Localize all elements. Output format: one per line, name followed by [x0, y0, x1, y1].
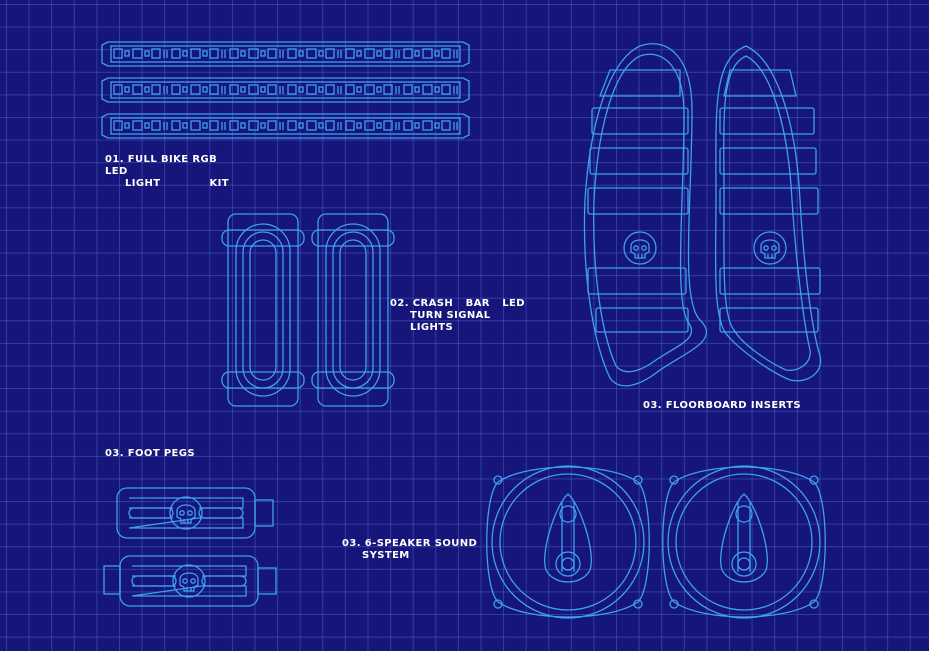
floorboard-inserts [583, 43, 822, 387]
foot-pegs [103, 488, 276, 606]
label-speakers-line2: SYSTEM [362, 550, 410, 561]
label-turn-signal-bar: BAR [465, 298, 490, 309]
label-floorboard: 03. FLOORBOARD INSERTS [643, 400, 802, 411]
label-foot-pegs-part1: 03. FOOT [105, 448, 161, 459]
label-foot-pegs: 03. FOOT PEGS [105, 448, 195, 460]
led-strip-kit [102, 42, 469, 138]
label-turn-signal-led: LED [502, 298, 525, 309]
label-speakers-line1: 03. 6-SPEAKER SOUND [342, 538, 478, 549]
label-foot-pegs-part2: PEGS [163, 448, 195, 459]
peg-end-cap [103, 565, 121, 595]
label-led-kit-kit: KIT [209, 178, 229, 189]
turn-signal-lights [221, 213, 395, 407]
label-speakers: 03. 6-SPEAKER SOUND SYSTEM [342, 538, 477, 562]
label-turn-signal-crash: 02. CRASH [390, 298, 454, 309]
label-led-kit: 01. FULL BIKE RGB LED LIGHT KIT [105, 154, 229, 190]
label-turn-signal-line2: TURN SIGNAL LIGHTS [410, 310, 491, 333]
label-led-kit-light: LIGHT [125, 178, 161, 189]
label-turn-signal: 02. CRASH BAR LED TURN SIGNAL LIGHTS [390, 298, 525, 334]
speaker-system [486, 465, 826, 619]
label-led-kit-line1: 01. FULL BIKE RGB LED [105, 154, 218, 177]
